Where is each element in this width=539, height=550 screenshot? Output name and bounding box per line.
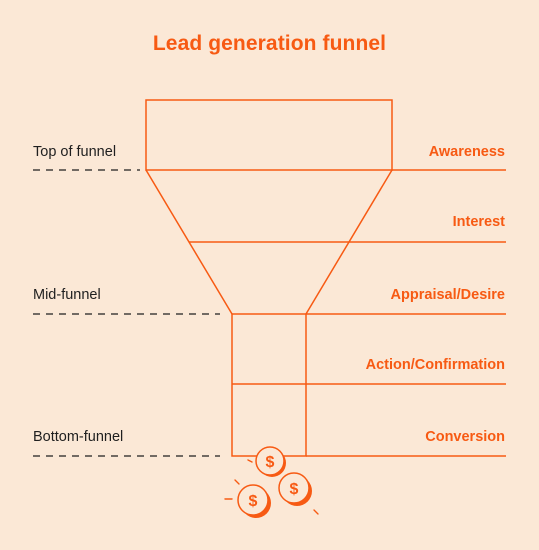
coins: $ $ $: [224, 446, 319, 518]
svg-text:$: $: [290, 481, 299, 498]
svg-text:$: $: [266, 454, 275, 471]
stage-interest: Interest: [452, 214, 505, 230]
coin-right-icon: $: [278, 472, 312, 506]
coin-top-icon: $: [255, 446, 286, 477]
stage-lines: [306, 169, 506, 457]
funnel-top-box: [145, 99, 393, 171]
funnel-neck: [231, 313, 307, 457]
stage-awareness: Awareness: [428, 144, 505, 160]
label-mid-funnel: Mid-funnel: [33, 287, 101, 303]
stage-action-confirmation: Action/Confirmation: [365, 357, 505, 373]
diagram-title: Lead generation funnel: [152, 32, 387, 55]
label-top-of-funnel: Top of funnel: [33, 144, 117, 160]
section-dashes: [33, 169, 220, 457]
funnel-outline: [145, 99, 393, 457]
svg-text:$: $: [249, 493, 258, 510]
sparkle-icon: [224, 459, 319, 515]
label-bottom-funnel: Bottom-funnel: [33, 429, 124, 445]
stage-conversion: Conversion: [425, 429, 505, 445]
coin-left-icon: $: [237, 484, 271, 518]
stage-appraisal-desire: Appraisal/Desire: [390, 287, 505, 303]
